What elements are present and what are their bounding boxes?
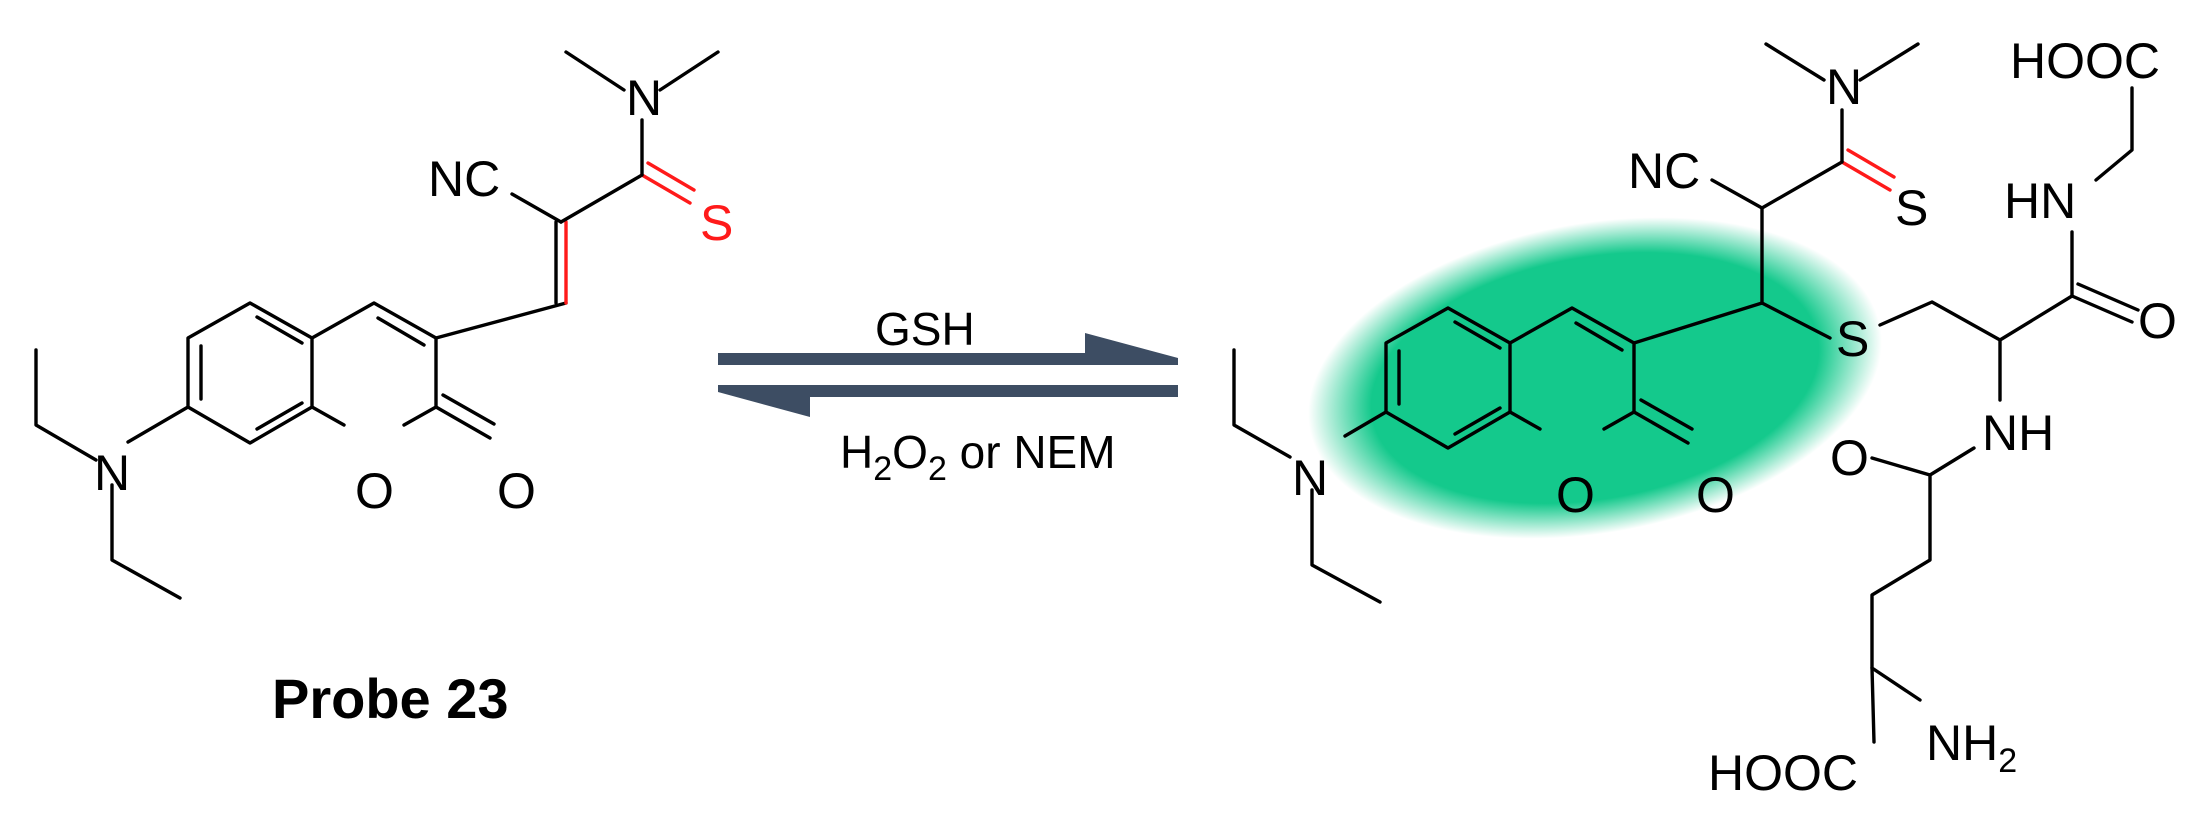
gsh-gly-chain xyxy=(2094,86,2134,182)
gsh-amide-oxygen-right-label: O xyxy=(2138,293,2177,349)
n-methyl-right xyxy=(658,50,720,92)
thioamide-carbon-bond xyxy=(559,173,644,224)
amide-nitrogen-label: N xyxy=(626,70,662,126)
ring-oxygen-bond-left xyxy=(310,405,346,427)
product-amide-nitrogen-label: N xyxy=(1826,59,1862,115)
gsh-cys-ch2 xyxy=(1878,300,2002,342)
thiocarbonyl-bond-a xyxy=(640,173,692,205)
equilibrium-arrows: GSH H2O2 or NEM xyxy=(718,303,1178,488)
reverse-arrow xyxy=(718,385,1178,417)
gsh-amide-nh-top-label: HN xyxy=(2004,173,2076,229)
product-amine-bond xyxy=(1343,410,1388,438)
gsh-co-o-left xyxy=(1870,456,1932,477)
reactant-molecule: NC S N N O O xyxy=(34,50,733,600)
amine-bond xyxy=(126,405,190,444)
ethyl-lower xyxy=(110,483,182,600)
product-ring-oxygen-label: O xyxy=(1556,467,1595,523)
reactant-caption: Probe 23 xyxy=(272,667,509,730)
product-nitrile-label: NC xyxy=(1628,143,1700,199)
product-nitrile-bond xyxy=(1710,178,1764,210)
forward-arrow xyxy=(718,333,1178,365)
vinyl-bond xyxy=(434,301,568,340)
thiocarbonyl-bond-b xyxy=(646,161,696,192)
reverse-reagent-label: H2O2 or NEM xyxy=(840,426,1116,488)
product-thio-sulfur-label: S xyxy=(1895,180,1928,236)
benzo-double-bond-bottom xyxy=(255,401,304,431)
gsh-co-o-a xyxy=(2070,294,2134,324)
benzo-ring xyxy=(186,301,314,445)
product-n-methyl-left xyxy=(1764,42,1826,82)
nitrile-bond xyxy=(510,192,563,224)
product-thiocarbonyl-a xyxy=(1840,160,1892,192)
fluorophore-glow xyxy=(1308,217,1882,539)
n-methyl-left xyxy=(564,50,626,92)
product-ring-oxygen-bond xyxy=(1508,410,1542,431)
gsh-nh-co xyxy=(1928,446,1976,477)
product-benzo-double-bottom xyxy=(1453,406,1502,436)
gsh-amino-label: NH2 xyxy=(1926,715,2017,780)
amine-nitrogen-label: N xyxy=(94,445,130,501)
ethyl-upper xyxy=(34,348,98,462)
product-pyranone-double xyxy=(1574,321,1624,352)
gsh-co-o-b xyxy=(2076,282,2140,312)
product-thioether-sulfur-label: S xyxy=(1836,311,1869,367)
product-carbonyl-b xyxy=(1639,398,1694,431)
ring-oxygen-label: O xyxy=(355,463,394,519)
product-ethyl-upper xyxy=(1232,348,1292,459)
product-lactone-oxygen-label: O xyxy=(1696,467,1735,523)
gsh-acid-top-label: HOOC xyxy=(2010,33,2160,89)
product-thiocarbonyl-b xyxy=(1846,148,1896,179)
pyranone-ring-top xyxy=(310,301,438,427)
benzo-double-bond-top xyxy=(255,315,304,345)
product-benzo-double-top xyxy=(1453,320,1502,350)
gsh-glu-cooh-bond xyxy=(1870,666,1876,744)
product-thioamide-bond xyxy=(1760,160,1844,210)
gsh-amide-nh-mid-label: NH xyxy=(1982,405,2054,461)
carbonyl-oxygen-label: O xyxy=(497,463,536,519)
carbonyl-bond-a xyxy=(434,405,492,440)
product-c-s-bond xyxy=(1760,301,1832,340)
product-n-methyl-right xyxy=(1858,42,1920,82)
product-molecule: NC S N S N O O HOOC HN O NH O HOOC NH2 xyxy=(1232,33,2177,801)
gsh-glu-chain xyxy=(1870,473,1932,702)
product-ethyl-lower xyxy=(1310,488,1382,604)
gsh-ca-co xyxy=(1998,294,2074,342)
carbonyl-bond-b xyxy=(441,393,496,426)
gsh-amide-oxygen-left-label: O xyxy=(1830,430,1869,486)
product-carbonyl-a xyxy=(1632,410,1690,445)
thio-sulfur-label: S xyxy=(700,195,733,251)
pyranone-double-bond xyxy=(376,316,426,347)
forward-reagent-label: GSH xyxy=(875,303,975,355)
product-ch-bond xyxy=(1632,301,1764,345)
nitrile-label: NC xyxy=(428,151,500,207)
product-amine-nitrogen-label: N xyxy=(1292,450,1328,506)
gsh-acid-bottom-label: HOOC xyxy=(1708,745,1858,801)
